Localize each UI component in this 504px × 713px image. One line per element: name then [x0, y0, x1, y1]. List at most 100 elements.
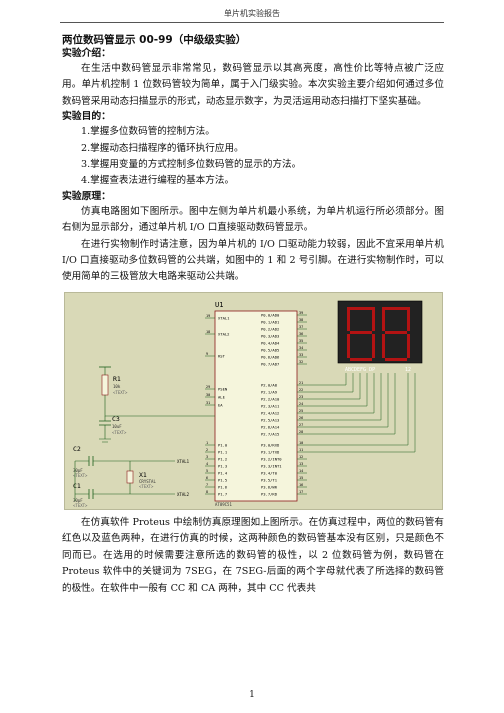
mcu-pin-label: P0.5/AD5 — [261, 347, 279, 352]
mcu-pin-label: P3.5/T1 — [261, 477, 278, 482]
section-heading-goals: 实验目的： — [62, 111, 111, 123]
resistor-r1 — [101, 374, 109, 396]
c1-text-label: <TEXT> — [73, 503, 88, 508]
mcu-pin-label: P0.2/AD2 — [261, 326, 279, 331]
mcu-pin-label: P0.7/AD7 — [261, 361, 279, 366]
mcu-pin-number: 8 — [206, 490, 208, 494]
mcu-pin-label: XTAL2 — [218, 331, 229, 336]
r1-text-label: <TEXT> — [113, 390, 128, 395]
mcu-pin-number: 3 — [206, 455, 208, 459]
principle-paragraph: 仿真电路图如下图所示。图中左侧为单片机最小系统，为单片机运行所必须部分。图右侧为… — [62, 205, 444, 234]
mcu-pin-number: 21 — [299, 381, 303, 385]
goal-item: 1.掌握多位数码管的控制方法。 — [81, 126, 215, 138]
capacitor-c3 — [99, 420, 111, 426]
mcu-pin-number: 29 — [206, 385, 210, 389]
page-number: 1 — [249, 690, 255, 700]
x1-ref-label: X1 — [139, 471, 147, 479]
mcu-pin-label: P1.4 — [218, 470, 228, 475]
mcu-pin-label: ALE — [218, 394, 226, 399]
mcu-pin-number: 34 — [299, 346, 303, 350]
display-segment — [385, 330, 407, 334]
display-segment-wire — [307, 372, 375, 414]
display-segment — [407, 333, 410, 358]
mcu-pin-label: P2.6/A14 — [261, 424, 280, 429]
mcu-pin-label: P0.0/AD0 — [261, 312, 280, 317]
mcu-pin-label: P3.3/INT1 — [261, 463, 282, 468]
mcu-pin-label: P3.6/WR — [261, 484, 278, 489]
mcu-pin-number: 35 — [299, 339, 303, 343]
mcu-pin-number: 2 — [206, 448, 208, 452]
r1-value-label: 10k — [113, 384, 121, 389]
mcu-pin-number: 15 — [299, 476, 303, 480]
mcu-pin-label: P3.0/RXD — [261, 442, 280, 447]
c3-value-label: 10uF — [112, 424, 122, 429]
xtal1-net-label: XTAL1 — [177, 459, 190, 464]
mcu-pin-label: P2.0/A8 — [261, 382, 278, 387]
mcu-pin-number: 14 — [299, 469, 303, 473]
capacitor-c2 — [88, 455, 94, 466]
display-segment-wire — [307, 372, 361, 400]
mcu-pin-number: 1 — [206, 441, 208, 445]
mcu-pin-number: 23 — [299, 395, 303, 399]
capacitor-c1 — [88, 488, 94, 499]
document-body: 两位数码管显示 00-99（中级级实验） 实验介绍： 在生活中数码管显示非常常见… — [62, 33, 444, 597]
mcu-pin-number: 6 — [206, 476, 208, 480]
mcu-pin-number: 26 — [299, 416, 303, 420]
mcu-pin-label: P2.5/A13 — [261, 417, 279, 422]
display-segment — [372, 333, 375, 358]
mcu-pin-number: 31 — [206, 401, 210, 405]
display-segment-wire — [307, 372, 382, 421]
mcu-pin-number: 5 — [206, 469, 208, 473]
display-segment-wire — [307, 372, 396, 435]
mcu-pin-label: P1.6 — [218, 484, 228, 489]
mcu-pin-label: P0.1/AD1 — [261, 319, 280, 324]
mcu-chip-body — [214, 310, 298, 502]
mcu-pin-number: 18 — [206, 330, 210, 334]
r1-ref-label: R1 — [113, 375, 121, 383]
mcu-pin-label: P1.3 — [218, 463, 227, 468]
goal-item: 4.掌握查表法进行编程的基本方法。 — [81, 175, 235, 187]
mcu-pin-number: 4 — [206, 462, 208, 466]
display-segment-labels: ABCDEFG DP — [345, 367, 375, 373]
mcu-pin-label: P1.0 — [218, 442, 228, 447]
mcu-pin-label: EA — [218, 402, 223, 407]
crystal-x1 — [126, 470, 134, 484]
x1-text-label: <TEXT> — [139, 484, 154, 489]
display-segment — [385, 306, 407, 310]
mcu-pin-number: 24 — [299, 402, 303, 406]
display-segment-wire — [307, 372, 347, 386]
c2-text-label: <TEXT> — [73, 473, 88, 478]
mcu-pin-label: P0.6/AD6 — [261, 354, 280, 359]
document-title: 两位数码管显示 00-99（中级级实验） — [62, 34, 247, 46]
mcu-pin-number: 19 — [206, 314, 210, 318]
mcu-pin-label: P0.4/AD4 — [261, 340, 280, 345]
mcu-pin-label: PSEN — [218, 386, 228, 391]
mcu-pin-label: P2.2/A10 — [261, 396, 280, 401]
mcu-pin-number: 36 — [299, 332, 303, 336]
c1-ref-label: C1 — [73, 482, 81, 490]
c3-text-label: <TEXT> — [112, 430, 127, 435]
display-segment — [382, 333, 385, 358]
display-segment-wire — [307, 372, 389, 428]
mcu-pin-label: P3.2/INT0 — [261, 456, 282, 461]
xtal2-net-label: XTAL2 — [177, 492, 190, 497]
display-segment-wire — [307, 372, 368, 407]
mcu-pin-number: 12 — [299, 455, 303, 459]
mcu-pin-number: 9 — [206, 352, 208, 356]
intro-paragraph: 在生活中数码管显示非常常见，数码管显示以其高亮度，高性价比等特点被广泛应用。单片… — [62, 63, 444, 107]
mcu-pin-number: 30 — [206, 393, 210, 397]
page-header: 单片机实验报告 — [60, 8, 444, 23]
after-figure-paragraph: 在仿真软件 Proteus 中绘制仿真原理图如上图所示。在仿真过程中，两位的数码… — [62, 516, 444, 594]
display-segment — [372, 306, 375, 331]
mcu-pin-label: RST — [218, 353, 226, 358]
mcu-pin-number: 16 — [299, 483, 303, 487]
display-segment — [347, 306, 350, 331]
display-segment — [407, 306, 410, 331]
mcu-pin-number: 25 — [299, 409, 303, 413]
mcu-pin-label: P0.3/AD3 — [261, 333, 279, 338]
mcu-pin-label: P1.7 — [218, 491, 227, 496]
mcu-pin-label: P2.4/A12 — [261, 410, 279, 415]
mcu-pin-label: P1.2 — [218, 456, 227, 461]
section-heading-principle: 实验原理： — [62, 190, 111, 202]
